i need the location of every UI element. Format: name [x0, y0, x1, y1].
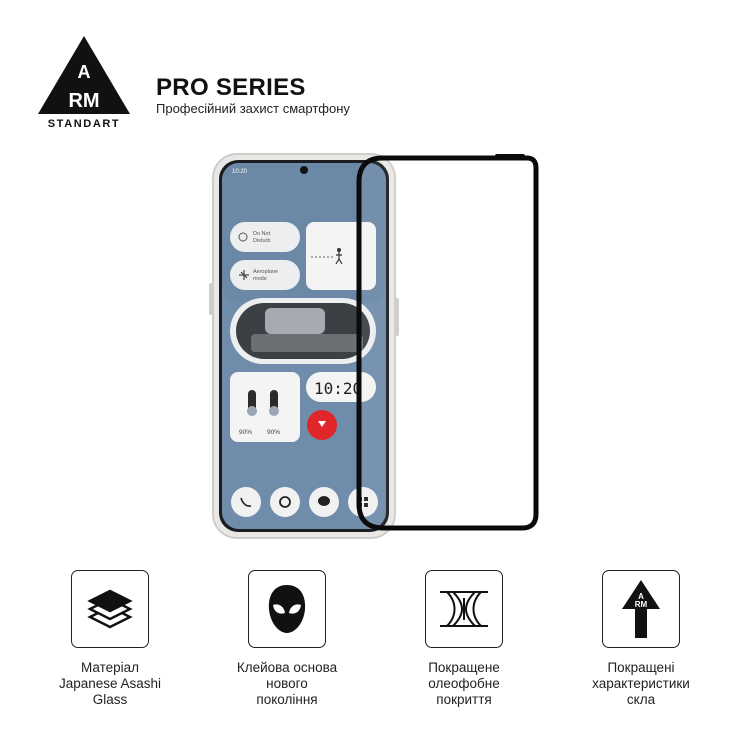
- feature-characteristics-line3: скла: [626, 692, 656, 707]
- layers-icon: [87, 589, 133, 629]
- feature-oleophobic-line1: Покращене: [428, 660, 500, 675]
- tile-dnd-line1: Do Not: [253, 231, 271, 237]
- tile-airplane-line1: Aeroplane: [253, 269, 278, 275]
- feature-characteristics-line2: характеристики: [592, 676, 690, 691]
- front-camera: [300, 166, 308, 174]
- feature-glass-line2: Japanese Asashi: [58, 676, 162, 691]
- dock-apps: [348, 487, 378, 517]
- widget-earbuds: [230, 372, 300, 442]
- feature-characteristics: A RM Покращені характеристики скла: [571, 570, 711, 708]
- svg-text:A: A: [638, 592, 644, 601]
- feature-glass-line3: Glass: [92, 692, 128, 707]
- logo-letters-rm: RM: [68, 90, 99, 112]
- dock-phone: [231, 487, 261, 517]
- feature-oleophobic-box: [425, 570, 503, 648]
- feature-adhesive-box: [248, 570, 326, 648]
- feature-adhesive-line2: нового: [266, 676, 308, 691]
- logo-letter-a: A: [78, 62, 91, 82]
- feature-oleophobic-line3: покриття: [436, 692, 492, 707]
- feature-glass: Матеріал Japanese Asashi Glass: [40, 570, 180, 708]
- screen-protector-glass: [356, 155, 539, 531]
- feature-glass-line1: Матеріал: [80, 660, 140, 675]
- battery-right: 90%: [267, 429, 280, 436]
- series-subtitle: Професійний захист смартфону: [156, 101, 350, 116]
- product-image: 10:20 Do Not Disturb Aeroplane mode 90% …: [209, 153, 539, 539]
- oleophobic-icon: [440, 591, 488, 627]
- series-title: PRO SERIES: [156, 74, 306, 101]
- feature-adhesive-line1: Клейова основа: [236, 660, 338, 675]
- arm-logo: A RM: [38, 36, 130, 114]
- status-time: 10:20: [232, 169, 248, 175]
- svg-text:RM: RM: [635, 600, 648, 609]
- brand-wordmark: STANDART: [47, 118, 121, 130]
- feature-oleophobic-label: Покращене олеофобне покриття: [394, 660, 534, 708]
- tile-dnd: [230, 222, 300, 252]
- feature-glass-label: Матеріал Japanese Asashi Glass: [40, 660, 180, 708]
- feature-glass-box: [71, 570, 149, 648]
- feature-adhesive-line3: покоління: [256, 692, 318, 707]
- feature-characteristics-line1: Покращені: [607, 660, 675, 675]
- arm-arrow-icon: A RM: [622, 580, 660, 638]
- features-row: Матеріал Japanese Asashi Glass Клейова о…: [0, 570, 745, 730]
- dock-browser: [270, 487, 300, 517]
- tile-dnd-line2: Disturb: [253, 238, 270, 244]
- feature-characteristics-box: A RM: [602, 570, 680, 648]
- tile-airplane: [230, 260, 300, 290]
- battery-left: 90%: [239, 429, 252, 436]
- feature-adhesive: Клейова основа нового покоління: [217, 570, 357, 708]
- spider-mask-icon: [268, 585, 306, 633]
- tile-airplane-line2: mode: [253, 276, 267, 282]
- feature-oleophobic: Покращене олеофобне покриття: [394, 570, 534, 708]
- feature-characteristics-label: Покращені характеристики скла: [571, 660, 711, 708]
- feature-adhesive-label: Клейова основа нового покоління: [217, 660, 357, 708]
- feature-oleophobic-line2: олеофобне: [428, 676, 500, 691]
- clock-time: 10:20: [314, 379, 362, 398]
